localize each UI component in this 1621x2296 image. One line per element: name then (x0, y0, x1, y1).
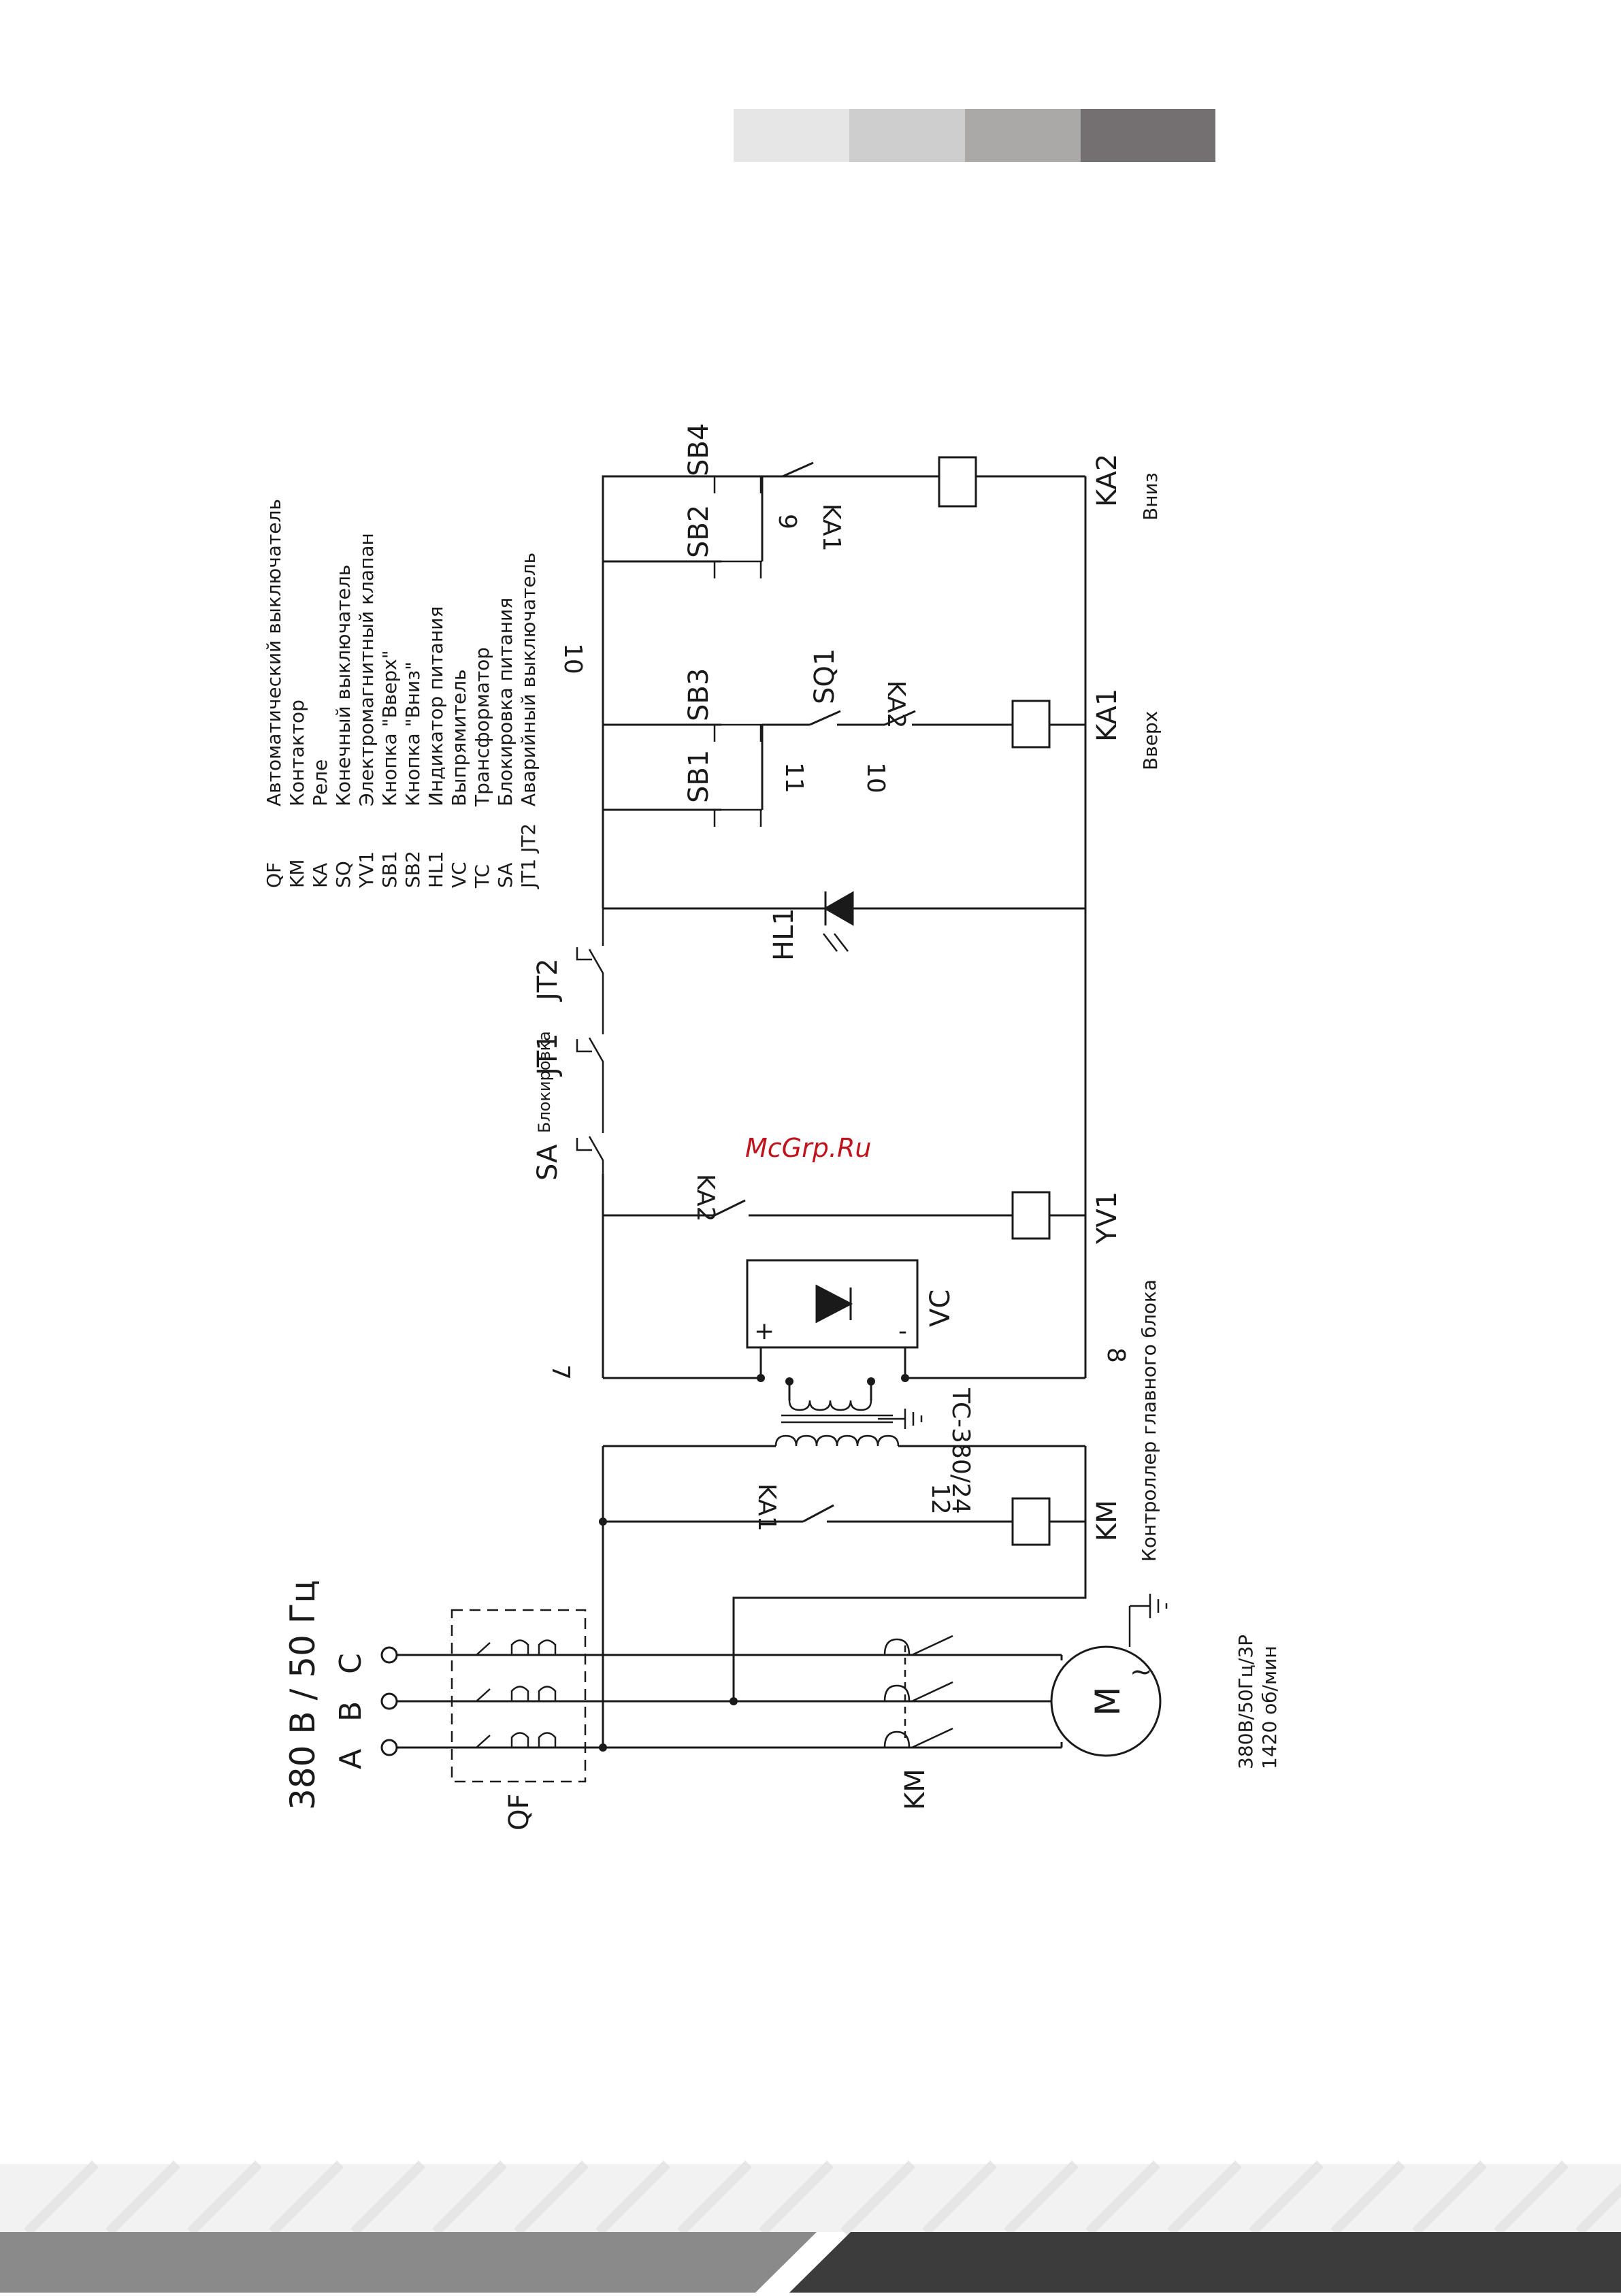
legend-desc-2: Контактор (286, 700, 308, 806)
swatch-2 (849, 109, 965, 162)
legend-code-3: KA (309, 863, 331, 888)
net-10-a: 10 (862, 762, 889, 793)
ka2-contact-up-label: KA2 (882, 680, 910, 729)
phase-label-b: B (333, 1701, 368, 1722)
hl1-label: HL1 (768, 908, 800, 961)
legend-desc-11: Блокировка питания (494, 597, 517, 806)
qf-label: QF (504, 1794, 535, 1831)
supply-title: 380 В / 50 Гц (283, 1580, 323, 1810)
ka2-coil (938, 456, 977, 508)
legend-desc-7: Кнопка "Вниз" (402, 661, 424, 806)
km-coil-label: KM (1092, 1500, 1123, 1541)
controller-label: Контроллер главного блока (1138, 1279, 1160, 1562)
net-12: 12 (926, 1483, 954, 1515)
ka1-coil-label: KA1 (1092, 689, 1123, 742)
watermark: McGrp.Ru (745, 1133, 871, 1163)
legend-code-9: VC (448, 862, 470, 888)
km-main-contacts (883, 1635, 953, 1749)
footer-band (0, 2161, 1621, 2293)
sb3-label: SB3 (683, 668, 715, 721)
ka2-contact-valve-label: KA2 (691, 1174, 719, 1222)
net-10-b: 10 (559, 643, 587, 674)
legend-code-12: JT1 JT2 (517, 823, 540, 889)
phase-label-c: C (333, 1653, 368, 1674)
legend-code-6: SB1 (378, 851, 401, 888)
sb1-label: SB1 (683, 750, 715, 803)
jt1-label: JT1 (532, 1033, 563, 1077)
legend-code-8: HL1 (425, 851, 447, 888)
motor-spec-1: 380В/50Гц/3Р (1234, 1635, 1257, 1769)
yv1-label: YV1 (1092, 1192, 1123, 1245)
net-9: 9 (773, 514, 801, 529)
ka1-contact-main-label: KA1 (753, 1483, 781, 1532)
legend-desc-10: Трансформатор (471, 647, 493, 807)
legend-code-1: QF (263, 862, 285, 888)
swatch-3 (965, 109, 1081, 162)
hl1-led-icon (823, 891, 854, 926)
legend-desc-3: Реле (309, 759, 331, 806)
legend-code-11: SA (494, 863, 517, 888)
ka1-contact-down-label: KA1 (817, 504, 845, 552)
header-swatch-bar (734, 109, 1215, 162)
net-8: 8 (1102, 1347, 1130, 1363)
jt2-label: JT2 (532, 958, 563, 1002)
sb2-label: SB2 (683, 505, 715, 558)
ka2-coil-label: KA2 (1092, 454, 1123, 507)
motor-spec-2: 1420 об/мин (1258, 1645, 1281, 1769)
legend-desc-8: Индикатор питания (425, 606, 447, 806)
legend-desc-12: Аварийный выключатель (517, 553, 540, 806)
vc-label: VC (925, 1290, 956, 1327)
legend-code-7: SB2 (402, 851, 424, 888)
power-section: 380 В / 50 Гц A B C QF KM (283, 1446, 1281, 1831)
legend-code-2: KM (286, 859, 308, 888)
vc-plus: + (754, 1317, 774, 1345)
net-11: 11 (780, 762, 808, 793)
ka1-coil (1011, 700, 1051, 749)
diode-icon (815, 1284, 853, 1324)
sa-jt-contacts (576, 908, 604, 1174)
sq1-label: SQ1 (809, 649, 840, 704)
motor (1050, 1645, 1162, 1757)
km-coil (1011, 1497, 1051, 1546)
transformer-tc (774, 1400, 923, 1447)
legend: QF Автоматический выключатель KM Контакт… (263, 499, 540, 889)
legend-code-10: TC (471, 864, 493, 889)
legend-desc-9: Выпрямитель (448, 670, 470, 807)
swatch-1 (734, 109, 849, 162)
sa-label: SA (532, 1144, 563, 1181)
swatch-4 (1081, 109, 1215, 162)
legend-desc-1: Автоматический выключатель (263, 499, 285, 806)
up-label: Вверх (1139, 711, 1162, 770)
qf-breaker-box (451, 1609, 587, 1783)
km-main-label: KM (900, 1769, 931, 1810)
legend-code-5: YV1 (355, 851, 378, 889)
legend-desc-5: Электромагнитный клапан (355, 533, 378, 806)
legend-desc-6: Кнопка "Вверх" (378, 650, 401, 806)
sb4-label: SB4 (683, 423, 715, 476)
motor-tilde: ~ (1130, 1656, 1153, 1688)
phase-label-a: A (333, 1749, 368, 1769)
net-7: 7 (546, 1364, 574, 1380)
motor-symbol: M (1088, 1686, 1128, 1716)
tc-label: TC-380/24 (947, 1388, 975, 1514)
legend-code-4: SQ (332, 861, 355, 888)
legend-desc-4: Конечный выключатель (332, 565, 355, 806)
sa-note: Блокировка (535, 1031, 554, 1133)
yv1-coil (1011, 1191, 1051, 1240)
rectifier-vc (746, 1259, 919, 1349)
down-label: Вниз (1139, 472, 1162, 521)
control-section: KM KA1 12 Контроллер главного блока TC-3… (532, 423, 1162, 1562)
vc-minus: - (898, 1317, 907, 1345)
